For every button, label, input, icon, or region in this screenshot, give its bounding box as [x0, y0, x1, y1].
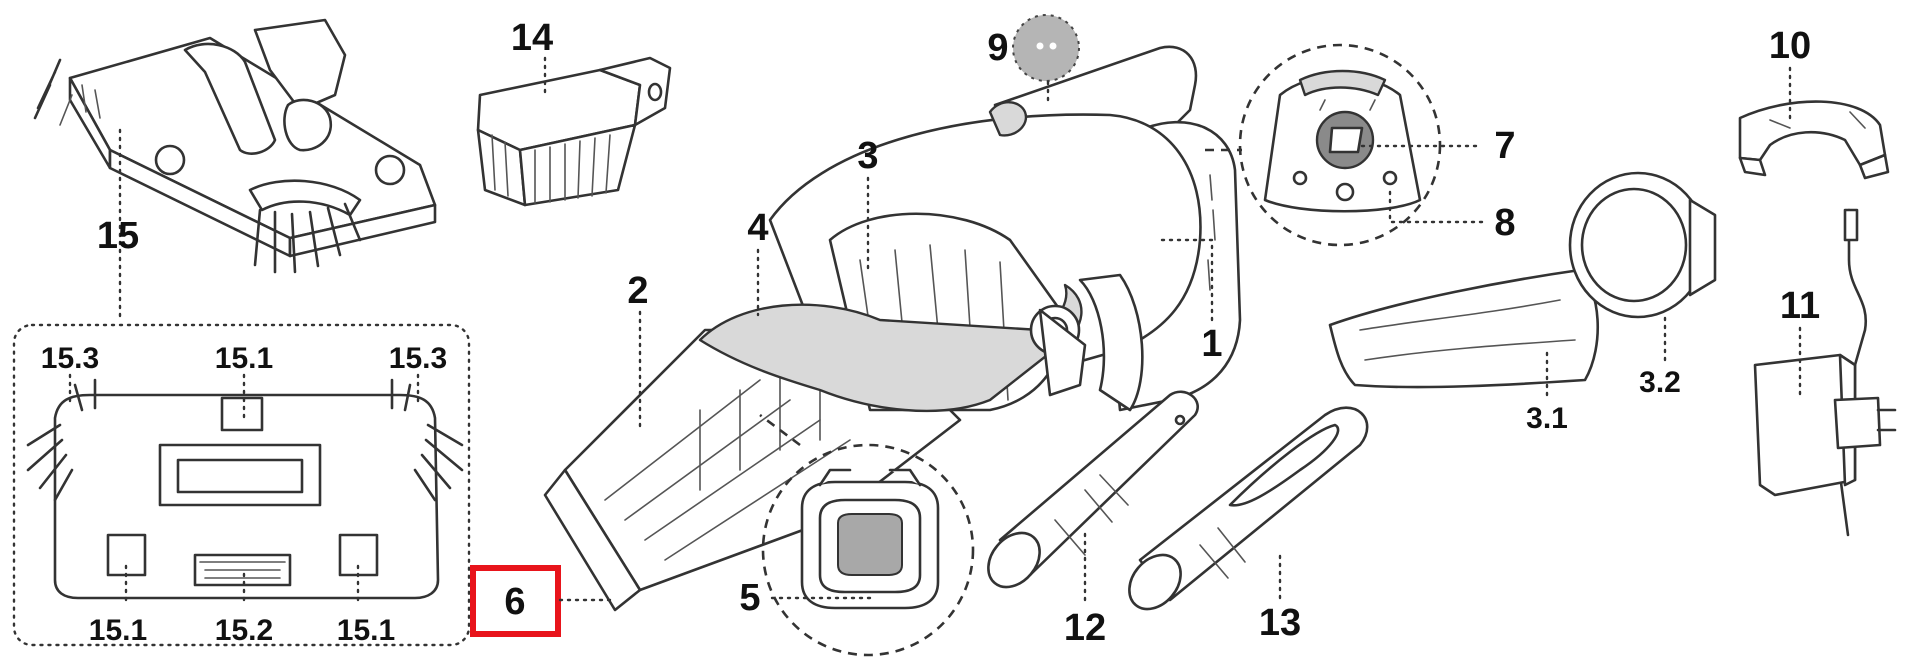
valve-detail: [800, 468, 940, 610]
label-4: 4: [747, 207, 768, 249]
brush-underside-box: [12, 323, 471, 647]
label-15-1-right: 15.1: [337, 614, 395, 647]
label-15-1-left: 15.1: [89, 614, 147, 647]
motor-detail: [1263, 69, 1422, 213]
label-3: 3: [857, 135, 878, 177]
main-vacuum-body: [543, 45, 1242, 612]
clip-part: [1738, 100, 1890, 180]
label-10: 10: [1769, 25, 1811, 67]
leader-8: [1388, 188, 1484, 224]
label-15-1-top: 15.1: [215, 342, 273, 375]
label-13: 13: [1259, 602, 1301, 644]
brush-underside: [26, 378, 464, 600]
charger: [1753, 208, 1897, 537]
extension-tube: [987, 390, 1199, 589]
label-7: 7: [1494, 125, 1515, 167]
label-15-2: 15.2: [215, 614, 273, 647]
valve-detail-circle: [761, 443, 975, 657]
label-15-3-right: 15.3: [389, 342, 447, 375]
label-15: 15: [97, 215, 139, 257]
label-3-1: 3.1: [1526, 402, 1568, 435]
leader-1: [1158, 238, 1214, 322]
label-8: 8: [1494, 202, 1515, 244]
label-9: 9: [987, 27, 1008, 69]
label-5: 5: [739, 577, 760, 619]
label-2: 2: [627, 270, 648, 312]
label-14: 14: [511, 17, 553, 59]
highlight-box-6: [470, 565, 561, 637]
floor-brush-head: [33, 18, 437, 274]
filter-ring: [1568, 171, 1717, 319]
label-6: 6: [504, 581, 525, 623]
label-3-2: 3.2: [1639, 366, 1681, 399]
filter-bag: [1328, 268, 1600, 389]
label-12: 12: [1064, 607, 1106, 649]
label-15-3-left: 15.3: [41, 342, 99, 375]
motor-detail-circle: [1238, 43, 1442, 247]
label-1: 1: [1201, 323, 1222, 365]
dusting-brush: [476, 56, 672, 207]
filter-hole-left: [1036, 42, 1044, 50]
filter-hole-right: [1049, 42, 1057, 50]
label-11: 11: [1780, 285, 1820, 327]
connector-detail-5: [759, 413, 801, 447]
motor-detail-tick-right: [1369, 99, 1376, 111]
filter-disc: [1012, 14, 1080, 82]
motor-detail-tick-left: [1319, 99, 1326, 111]
crevice-tool: [1128, 406, 1369, 611]
